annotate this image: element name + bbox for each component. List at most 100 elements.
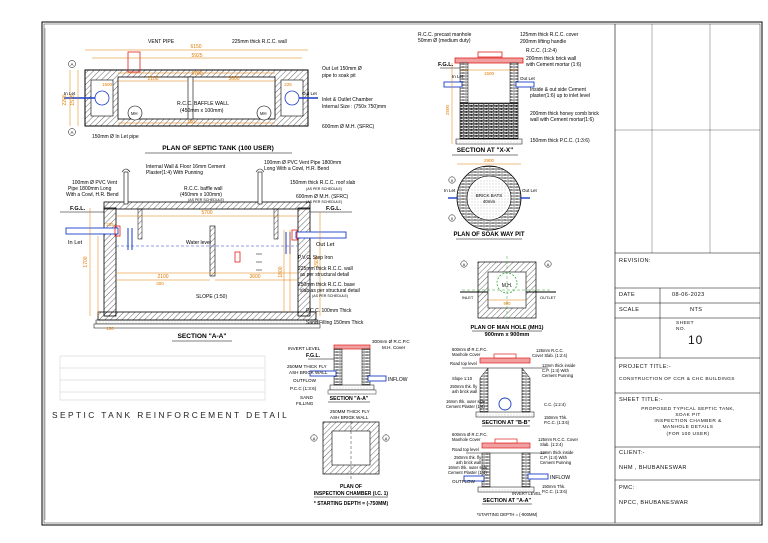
ic-label-cover2: M.H. Cover bbox=[382, 345, 406, 350]
maa-inflow-pipe bbox=[527, 473, 549, 480]
section-aa-title: SECTION "A-A" bbox=[177, 333, 226, 340]
plan-label-vent-pipe: VENT PIPE bbox=[148, 39, 175, 45]
ic-label-sand: SAND bbox=[300, 395, 313, 400]
sec-label-mh-sub: (AS PER SCHEDULE) bbox=[306, 200, 342, 204]
plan-label-wall: 225mm thick R.C.C. wall bbox=[232, 39, 287, 45]
ic-label-invert: INVERT LEVEL bbox=[288, 346, 321, 351]
section-marker-a-bottom bbox=[68, 128, 76, 136]
plan-outlet-manhole bbox=[284, 90, 300, 106]
sheet-title-line-5: (FOR 100 USER) bbox=[666, 432, 710, 437]
sec-inlet-tee bbox=[127, 228, 133, 250]
xx-label-pcc: 150mm thick P.C.C. (1:3:6) bbox=[530, 138, 590, 144]
sec-label-internal-wall2: Plaster(1:4) With Punning bbox=[146, 170, 203, 176]
sec-dim-150: 150 bbox=[106, 326, 114, 331]
bb-top-cover bbox=[493, 353, 517, 359]
plan-label-mh1: MH bbox=[131, 111, 138, 116]
sec-inner-wall-right bbox=[273, 208, 279, 240]
bb-label-plaster2: C.P. (1:4) With bbox=[542, 368, 570, 373]
sec-label-vent-left: 100mm Ø PVC Vent bbox=[72, 180, 118, 186]
ic-sec-outflow-pipe bbox=[309, 370, 337, 377]
mh-section-bb: 600mm Ø R.C.P.C. Manhole Cover 125mm R.C… bbox=[446, 347, 576, 427]
xx-label-manhole2: 50mm Ø (medium duty) bbox=[418, 38, 471, 44]
soak-dim-2900: 2900 bbox=[484, 158, 495, 163]
soak-marker-top bbox=[448, 176, 456, 184]
bb-pipe bbox=[498, 397, 512, 411]
sec-label-sand: Sand Filling 150mm Thick bbox=[306, 320, 364, 326]
ic-plan-marker-a2-label: A bbox=[385, 436, 388, 441]
plan-baffle-wall bbox=[187, 76, 194, 120]
mh-plan-label-mh: M.H. bbox=[502, 283, 513, 289]
plan-dim-225: 225 bbox=[284, 82, 292, 87]
plan-dim-5700: 5700 bbox=[191, 71, 202, 77]
sec-label-vent-right2: Long With a Cowl, H.R. Bend bbox=[264, 166, 329, 172]
scale-label: SCALE bbox=[619, 307, 640, 313]
xx-label-out-let: Out Let bbox=[520, 76, 536, 81]
ic-plan-label-wall: 250MM THICK FLY bbox=[330, 409, 370, 414]
mh-plan-label-inlet: INLET bbox=[462, 295, 474, 300]
sec-label-in-let: In Let bbox=[68, 240, 82, 246]
sec-label-base2: slab as per structural detail bbox=[300, 288, 360, 294]
soak-plan-title: PLAN OF SOAK WAY PIT bbox=[453, 232, 524, 238]
pmc-value: NPCC, BHUBANESWAR bbox=[619, 500, 689, 506]
section-marker-a-top bbox=[68, 60, 76, 68]
sec-label-internal-wall: Internal Wall & Floor 16mm Cement bbox=[146, 164, 226, 170]
sec-dim-5700: 5700 bbox=[201, 210, 212, 216]
ic-sec-base bbox=[329, 384, 375, 391]
sec-label-base: 250mm thick R.C.C. base bbox=[298, 282, 355, 288]
maa-label-slab2: Slab. (1:2:4) bbox=[540, 442, 563, 447]
maa-label-brick2: ash brick wall bbox=[456, 460, 481, 465]
sec-inner-wall-left bbox=[137, 208, 143, 240]
plan-label-baffle-size: (450mm x 100mm) bbox=[180, 108, 224, 114]
maa-label-outer: 16mm thk. outer side bbox=[448, 465, 488, 470]
maa-top-cover bbox=[494, 438, 518, 444]
soak-centre bbox=[469, 178, 509, 218]
ic-plan-title: PLAN OF bbox=[340, 484, 362, 490]
xx-label-rcc: R.C.C. (1:2:4) bbox=[526, 48, 557, 54]
plan-dim-1500: 1500 bbox=[102, 82, 113, 87]
sec-right-wall bbox=[297, 207, 311, 317]
plan-label-in-let: In Let bbox=[64, 91, 76, 96]
plan-manhole-2 bbox=[256, 105, 272, 121]
plan-label-mh2: MH bbox=[260, 111, 267, 116]
title-block-grid bbox=[615, 24, 760, 481]
xx-label-fgl: F.G.L. bbox=[438, 62, 454, 68]
maa-base bbox=[477, 486, 535, 493]
xx-label-honey: 200mm thick honey comb brick bbox=[530, 111, 599, 117]
sec-red-mark-centre bbox=[234, 251, 241, 263]
sec-label-baffle-size: (450mm x 100mm) bbox=[180, 192, 222, 198]
mh-section-aa: 600mm Ø R.C.P.C. Manhole Cover 125mm R.C… bbox=[448, 432, 579, 517]
soak-marker-top-label: X bbox=[451, 178, 454, 183]
plan-label-mh-size: 600mm Ø M.H. (SFRC) bbox=[322, 124, 375, 130]
date-label: DATE bbox=[619, 292, 636, 298]
xx-honeycomb bbox=[459, 102, 519, 140]
sec-dim-1500: 1500 bbox=[314, 256, 320, 267]
sec-inlet-pipe bbox=[65, 227, 119, 235]
plan-label-outlet: Out Let 150mm Ø bbox=[322, 66, 362, 72]
maa-label-plaster2: C.P. (1:4) With bbox=[540, 455, 568, 460]
ic-sec-inflow-pipe bbox=[367, 375, 387, 382]
xx-label-plaster2: plaster(1:6) up to inlet level bbox=[530, 93, 590, 99]
sec-label-out-let: Out Let bbox=[316, 242, 335, 248]
sheet-title-line-1: PROPOSED TYPICAL SEPTIC TANK, bbox=[641, 407, 735, 412]
maa-outflow-pipe bbox=[463, 475, 485, 482]
maa-label-outflow: OUTFLOW bbox=[452, 479, 476, 484]
sec-pcc bbox=[95, 319, 319, 325]
bb-label-slab2: Cover Slab. (1:2:4) bbox=[532, 353, 568, 358]
manhole-plan: 900 M.H. INLET OUTLET A A PLAN OF MAN HO… bbox=[460, 256, 556, 338]
sec-label-vent-left3: With a Cowl, H.R. Bend bbox=[66, 192, 119, 198]
sec-outlet-pipe bbox=[295, 231, 347, 239]
section-xx: 1500 2500 R.C.C. precast manhole 50mm Ø … bbox=[418, 32, 599, 156]
sec-dim-225: 225 bbox=[106, 222, 114, 227]
sec-roof-slab bbox=[103, 201, 311, 210]
client-value: NHM , BHUBANESWAR bbox=[619, 465, 687, 471]
sec-vent-left bbox=[123, 171, 129, 205]
maa-label-outer2: Cement Plaster (1:4) bbox=[448, 470, 487, 475]
mh-plan-marker-a1 bbox=[460, 260, 468, 268]
ic-plan-depth: * STARTING DEPTH = (-750MM) bbox=[314, 501, 389, 507]
xx-label-handle: 200mm lifting handle bbox=[520, 39, 566, 45]
project-title-label: PROJECT TITLE:- bbox=[619, 364, 672, 370]
plan-label-outlet2: pipe to soak pit bbox=[322, 73, 356, 79]
mh-section-bb-title: SECTION AT "B-B" bbox=[482, 420, 531, 426]
mh-plan-marker-a2-label: A bbox=[547, 262, 550, 267]
ic-sec-wall-left bbox=[333, 348, 343, 386]
